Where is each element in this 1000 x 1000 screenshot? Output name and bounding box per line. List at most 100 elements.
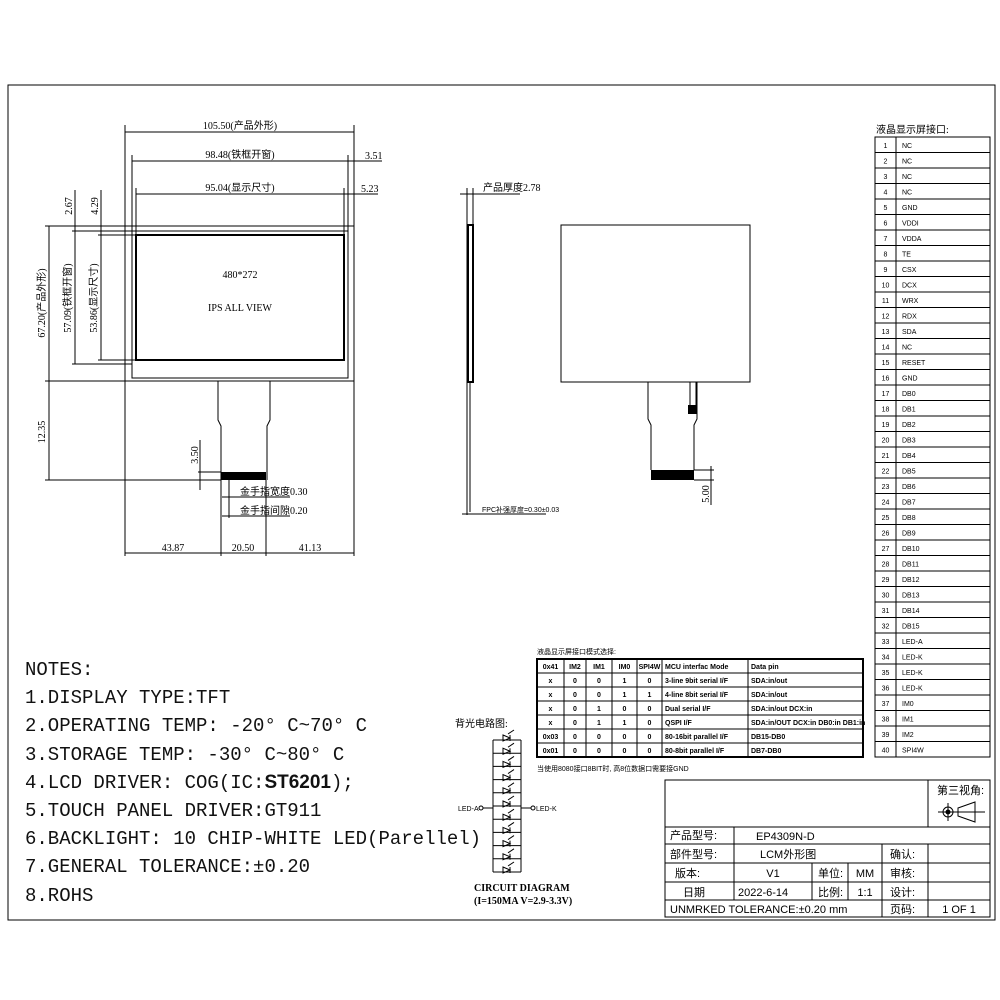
fpc-stiffener-label: FPC补强厚度=0.30±0.03 — [482, 505, 559, 514]
pin-name: CSX — [902, 267, 917, 274]
mode-table-cell: 80-8bit parallel I/F — [665, 748, 725, 755]
dim-top-1: 2.67 — [64, 197, 75, 215]
mode-table-cell: 0 — [648, 678, 652, 685]
pin-name: DB3 — [902, 438, 916, 445]
pin-name: DB0 — [902, 391, 916, 398]
mode-table-cell: 0 — [573, 678, 577, 685]
pin-number: 34 — [882, 655, 890, 662]
confirm-label: 确认: — [890, 848, 915, 861]
pin-number: 14 — [882, 345, 890, 352]
dim-right-2: 5.23 — [361, 184, 379, 195]
product-model: EP4309N-D — [756, 831, 815, 843]
mode-table-cell: 0 — [597, 734, 601, 741]
pin-number: 32 — [882, 624, 890, 631]
pin-name: DB10 — [902, 546, 920, 553]
pin-name: DB9 — [902, 531, 916, 538]
dim-frame-height: 57.09(铁框开窗) — [61, 263, 74, 332]
mode-table-cell: 0 — [573, 692, 577, 699]
led-icon — [502, 848, 515, 861]
pin-number: 4 — [884, 190, 888, 197]
rear-fpc — [647, 382, 698, 470]
mode-table-cell: 0 — [648, 734, 652, 741]
mode-table-cell: 0 — [597, 692, 601, 699]
pin-name: VDDI — [902, 221, 919, 228]
notes-section: NOTES: 1.DISPLAY TYPE:TFT 2.OPERATING TE… — [25, 656, 481, 910]
pin-name: IM1 — [902, 717, 914, 724]
led-icon — [502, 861, 515, 874]
notes-title: NOTES: — [25, 659, 94, 681]
mode-table-cell: 0 — [623, 748, 627, 755]
projection-label: 第三视角: — [937, 783, 984, 797]
pin-number: 21 — [882, 453, 890, 460]
pin-number: 8 — [884, 252, 888, 259]
mode-table-header: Data pin — [751, 664, 779, 671]
pin-number: 6 — [884, 221, 888, 228]
pin-name: DB11 — [902, 562, 919, 569]
circuit-title: 背光电路图: — [455, 717, 508, 730]
dim-finger-height: 3.50 — [190, 446, 201, 464]
pin-number: 16 — [882, 376, 890, 383]
unit-label: 单位: — [818, 866, 843, 880]
led-icon — [502, 755, 515, 769]
mode-table-cell: 0 — [597, 748, 601, 755]
mode-table-cell: 1 — [597, 720, 601, 727]
dim-right-1: 3.51 — [365, 151, 383, 162]
pin-number: 19 — [882, 422, 890, 429]
circuit-caption: CIRCUIT DIAGRAM — [474, 883, 570, 894]
pin-name: WRX — [902, 298, 919, 305]
mode-table-cell: 0 — [648, 720, 652, 727]
note-8: 8.ROHS — [25, 884, 94, 907]
pin-name: LED-K — [902, 670, 923, 677]
pin-name: DB6 — [902, 484, 916, 491]
rear-outline — [560, 224, 751, 383]
pin-name: SDA — [902, 329, 917, 336]
date-value: 2022-6-14 — [738, 887, 788, 899]
note-4-text: 4.LCD DRIVER: COG(IC: — [25, 771, 265, 794]
led-icon — [502, 808, 515, 821]
display-area — [135, 234, 345, 361]
led-icon — [502, 729, 515, 742]
dim-left: 43.87 — [162, 543, 185, 554]
pin-name: RDX — [902, 314, 917, 321]
dim-display-height: 53.86(显示尺寸) — [87, 263, 100, 332]
backlight-circuit: 背光电路图: LED-A LED-K CIRCUIT DIAGRAM (I=15… — [455, 717, 572, 907]
dim-fpc-length: 12.35 — [37, 421, 48, 444]
mode-table-cell: 3-line 9bit serial I/F — [665, 678, 729, 685]
date-label: 日期 — [683, 886, 705, 899]
led-cathode-label: LED-K — [536, 806, 557, 813]
mode-table-cell: 4-line 8bit serial I/F — [665, 692, 729, 699]
tolerance-text: UNMRKED TOLERANCE:±0.20 mm — [670, 904, 847, 916]
pin-name: VDDA — [902, 236, 922, 243]
note-3: 3.STORAGE TEMP: -30° C~80° C — [25, 743, 345, 766]
title-block: 第三视角: 产品型号: EP4309N-D 部件型号: LCM外形图 确认: 版… — [664, 779, 991, 918]
dim-top-2: 4.29 — [90, 197, 101, 215]
pin-number: 31 — [882, 608, 890, 615]
mode-table-cell: 0 — [648, 748, 652, 755]
unit-value: MM — [856, 868, 874, 880]
led-icon — [502, 782, 515, 795]
mode-table-cell: 0 — [573, 720, 577, 727]
pin-number: 20 — [882, 438, 890, 445]
pin-number: 15 — [882, 360, 890, 367]
finger-gap-label: 金手指间隙0.20 — [240, 504, 308, 517]
mode-table-cell: 1 — [623, 692, 627, 699]
pin-number: 18 — [882, 407, 890, 414]
pin-name: NC — [902, 174, 912, 181]
dim-outline-width: 105.50(产品外形) — [203, 119, 277, 132]
pin-number: 10 — [882, 283, 890, 290]
dim-frame-width: 98.48(铁框开窗) — [205, 148, 274, 161]
mode-table-cell: 1 — [597, 706, 601, 713]
pin-name: GND — [902, 376, 918, 383]
rear-gold-finger — [651, 470, 694, 480]
pin-name: NC — [902, 345, 912, 352]
pin-number: 29 — [882, 577, 890, 584]
pin-number: 3 — [884, 174, 888, 181]
pin-number: 24 — [882, 500, 890, 507]
resolution-text: 480*272 — [223, 270, 258, 281]
pin-number: 17 — [882, 391, 890, 398]
pin-name: IM0 — [902, 701, 914, 708]
led-icon — [502, 769, 515, 782]
note-5: 5.TOUCH PANEL DRIVER:GT911 — [25, 800, 322, 823]
pin-number: 12 — [882, 314, 890, 321]
pin-name: LED-K — [902, 686, 923, 693]
